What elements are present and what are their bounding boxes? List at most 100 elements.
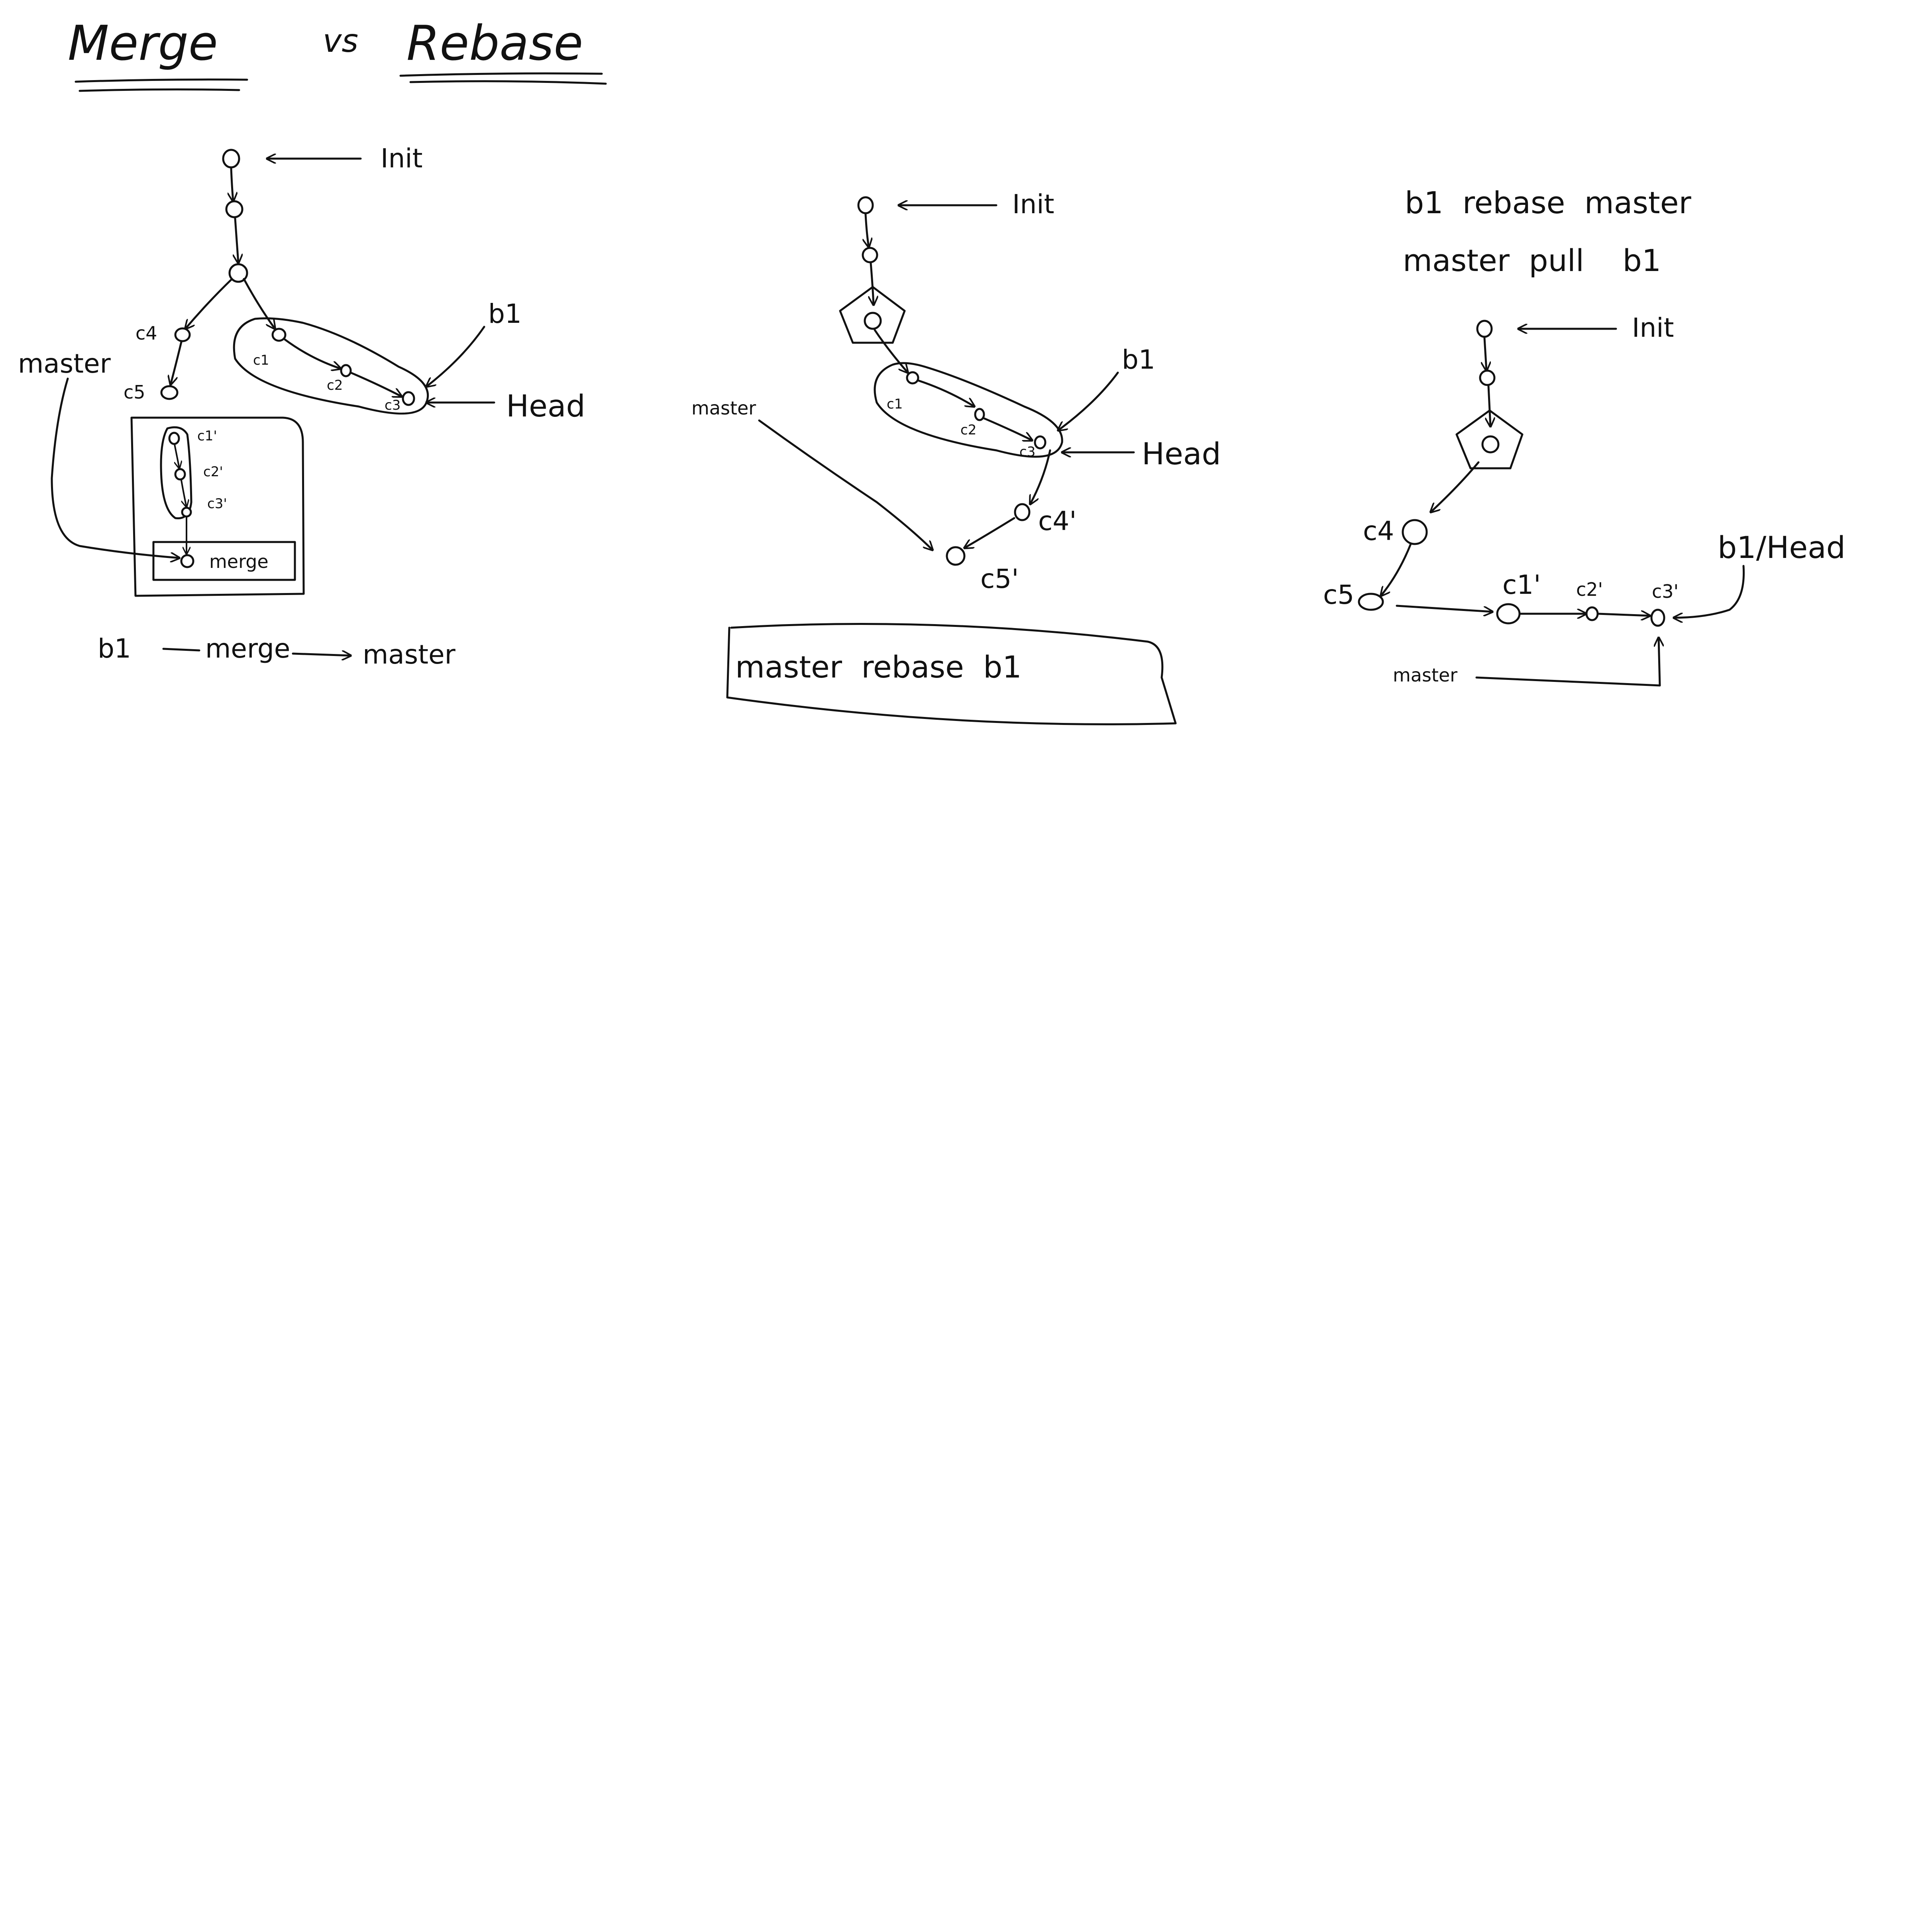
second-commit <box>862 247 878 263</box>
init-label: Init <box>1632 312 1674 343</box>
caption-box <box>726 623 1177 725</box>
c2-commit <box>974 408 985 421</box>
edge-c4-c5 <box>171 341 183 385</box>
c4-commit <box>174 327 191 342</box>
edge-init-second <box>866 213 869 247</box>
edge-init-second <box>231 167 233 201</box>
edge-c4p-c5p <box>964 517 1015 548</box>
b1-branch-outline <box>874 362 1063 458</box>
c5-commit <box>1358 593 1384 611</box>
c4-label: c4 <box>1363 516 1394 546</box>
master-pointer-arrow <box>758 419 933 550</box>
c2p-label: c2' <box>203 464 223 480</box>
rebase-panel: Init c1 c2 c3 b1 Head c4' c5' master <box>691 189 1221 725</box>
head-label: Head <box>1142 436 1221 471</box>
b1-pointer-arrow <box>1058 371 1119 430</box>
master-label: master <box>1393 664 1457 686</box>
title-merge-underline <box>75 79 248 92</box>
b1-head-pointer-arrow <box>1674 565 1745 618</box>
b1-pointer-arrow <box>426 326 485 387</box>
title-rebase: Rebase <box>406 16 583 71</box>
caption-master: master <box>363 639 456 670</box>
edge-c4-c5 <box>1381 543 1412 596</box>
edge-c5-c1p <box>1396 605 1492 612</box>
fork-commit <box>1481 435 1500 454</box>
c2p-commit <box>174 468 186 481</box>
init-commit <box>222 149 240 169</box>
c2-commit <box>340 364 352 377</box>
edge-fork-c4 <box>1431 461 1480 512</box>
edge-c2p-c3p <box>181 479 187 507</box>
c4p-commit <box>1014 503 1031 521</box>
c3p-commit <box>181 507 192 518</box>
init-label: Init <box>381 143 423 174</box>
fork-pentagon <box>1455 409 1524 469</box>
edge-fork-c4 <box>185 278 233 329</box>
c1-commit <box>906 371 919 385</box>
caption-b1: b1 <box>98 633 131 664</box>
edge-c2p-c3p <box>1597 614 1650 616</box>
c2p-commit <box>1585 606 1599 621</box>
c1-label: c1 <box>887 396 903 412</box>
c5-label: c5 <box>1323 579 1354 610</box>
caption-dash <box>162 648 200 652</box>
second-commit <box>1479 369 1496 386</box>
c3p-label: c3' <box>207 496 227 512</box>
edge-c2-c3 <box>349 371 402 397</box>
c2-label: c2 <box>327 377 343 393</box>
edge-fork-c1 <box>874 329 908 373</box>
c1-commit <box>271 328 287 342</box>
edge-second-fork <box>1488 385 1490 426</box>
edge-c1-c2 <box>284 338 341 369</box>
merge-commit <box>180 554 194 568</box>
c5p-label: c5' <box>980 564 1019 594</box>
caption-text: master rebase b1 <box>735 649 1022 685</box>
c4-commit <box>1402 519 1428 545</box>
merge-commit-box <box>152 541 296 581</box>
master-label: master <box>18 348 111 379</box>
b1-branch-outline <box>233 317 429 415</box>
c2p-label: c2' <box>1576 579 1603 600</box>
c5-commit <box>160 385 179 400</box>
fork-commit <box>864 312 882 330</box>
caption-merge: merge <box>205 633 290 664</box>
c3p-label: c3' <box>1652 581 1679 602</box>
init-commit <box>857 196 874 214</box>
master-pointer-arrow <box>51 377 179 558</box>
c3-commit <box>402 391 415 406</box>
c1-label: c1 <box>253 352 269 368</box>
merge-result-box <box>130 416 305 597</box>
edge-second-fork <box>871 262 874 305</box>
edge-init-second <box>1484 337 1486 371</box>
c5-label: c5 <box>124 381 145 403</box>
caption-arrow <box>292 654 351 656</box>
merge-panel: Init c4 c5 c1 c2 c3 b1 Head master <box>18 143 585 670</box>
init-commit <box>1476 320 1493 338</box>
master-pointer-arrow <box>1475 638 1660 687</box>
merge-commit-label: merge <box>209 551 269 572</box>
edge-c2-c3 <box>983 417 1032 440</box>
init-label: Init <box>1012 189 1054 220</box>
fork-pentagon <box>839 286 906 344</box>
edge-c1p-c2p <box>174 444 179 468</box>
title: Merge vs Rebase <box>68 16 607 92</box>
edge-second-fork <box>235 217 238 263</box>
c2-label: c2 <box>960 422 976 438</box>
title-rebase-underline <box>399 72 607 85</box>
c4-label: c4 <box>135 322 157 344</box>
c4p-label: c4' <box>1038 506 1076 536</box>
edge-c3-c4p <box>1030 449 1051 504</box>
fork-commit <box>228 263 248 283</box>
c1p-label: c1' <box>1502 570 1541 600</box>
second-commit <box>225 200 243 218</box>
head-label: Head <box>506 388 585 424</box>
master-label: master <box>691 397 756 419</box>
c1p-commit <box>168 432 180 445</box>
edge-fork-c1 <box>243 278 275 329</box>
title-vs: vs <box>323 22 358 59</box>
c1p-label: c1' <box>197 428 217 444</box>
c3p-commit <box>1650 609 1665 627</box>
c3-commit <box>1034 435 1046 450</box>
c5p-commit <box>946 546 966 566</box>
